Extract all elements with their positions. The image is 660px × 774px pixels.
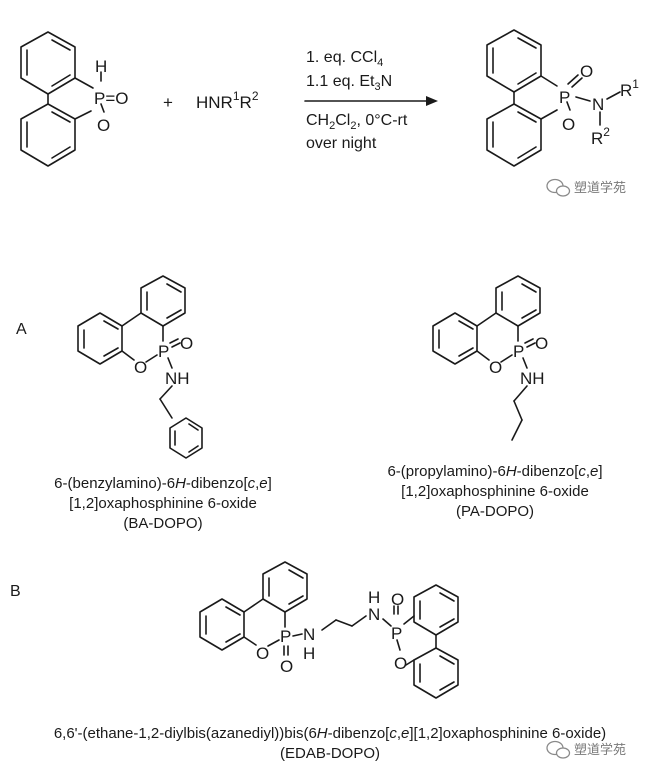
pa-dopo-carbonyl-oxygen-label: O xyxy=(535,334,548,353)
pa-dopo-name-line-1: 6-(propylamino)-6H-dibenzo[c,e] xyxy=(387,463,602,480)
pa-dopo-name: 6-(propylamino)-6H-dibenzo[c,e] [1,2]oxa… xyxy=(387,463,602,520)
product-r2-label: R2 xyxy=(591,125,610,148)
ba-dopo-ring-oxygen-label: O xyxy=(134,358,147,377)
ba-dopo-carbonyl-oxygen-label: O xyxy=(180,334,193,353)
pa-dopo-ring-oxygen-label: O xyxy=(489,358,502,377)
ba-dopo-phosphorus-label: P xyxy=(158,342,169,361)
edab-dopo-name-line-1: 6,6'-(ethane-1,2-diylbis(azanediyl))bis(… xyxy=(54,725,606,742)
product-r1-label: R1 xyxy=(620,77,639,100)
dopo-reactant: P=O H O xyxy=(20,31,129,167)
wechat-icon xyxy=(546,178,571,197)
product-phosphorus-label: P xyxy=(559,88,570,107)
reactant-hydrogen-label: H xyxy=(95,57,107,76)
edab-right-nitrogen-label: N xyxy=(368,605,380,624)
edab-right-phosphorus-label: P xyxy=(391,624,402,643)
pa-dopo-structure: P O O NH xyxy=(432,275,548,441)
ba-dopo-structure: P O O NH xyxy=(77,275,203,459)
condition-line-4: over night xyxy=(306,135,377,152)
condition-line-2: 1.1 eq. Et3N xyxy=(306,73,392,93)
watermark-bottom: 塑道学苑 xyxy=(546,740,626,759)
edab-dopo-structure: P O O N H N H P O O xyxy=(199,561,459,699)
edab-left-phosphorus-label: P xyxy=(280,627,291,646)
edab-right-hydrogen-label: H xyxy=(368,588,380,607)
plus-sign: + xyxy=(163,93,173,112)
ba-dopo-name-line-2: [1,2]oxaphosphinine 6-oxide xyxy=(69,495,257,512)
edab-right-ring-oxygen-label: O xyxy=(394,654,407,673)
edab-dopo-abbreviation: (EDAB-DOPO) xyxy=(280,745,380,762)
product-carbonyl-oxygen-label: O xyxy=(580,62,593,81)
ba-dopo-abbreviation: (BA-DOPO) xyxy=(123,515,202,532)
edab-left-hydrogen-label: H xyxy=(303,644,315,663)
wechat-icon xyxy=(546,740,571,759)
product-ring-oxygen-label: O xyxy=(562,115,575,134)
watermark-text: 塑道学苑 xyxy=(574,180,626,196)
pa-dopo-name-line-2: [1,2]oxaphosphinine 6-oxide xyxy=(401,483,589,500)
product-nitrogen-label: N xyxy=(592,95,604,114)
reactant-oxygen-label: O xyxy=(97,116,110,135)
reaction-conditions: 1. eq. CCl4 1.1 eq. Et3N CH2Cl2, 0°C-rt … xyxy=(304,49,438,152)
pa-dopo-phosphorus-label: P xyxy=(513,342,524,361)
pa-dopo-abbreviation: (PA-DOPO) xyxy=(456,503,534,520)
reactant-phosphorus-label: P=O xyxy=(94,89,129,108)
panel-a-label: A xyxy=(16,321,27,338)
edab-left-nitrogen-label: N xyxy=(303,625,315,644)
condition-line-1: 1. eq. CCl4 xyxy=(306,49,383,69)
edab-left-carbonyl-oxygen-label: O xyxy=(280,657,293,676)
ba-dopo-name: 6-(benzylamino)-6H-dibenzo[c,e] [1,2]oxa… xyxy=(54,475,272,532)
ba-dopo-name-line-1: 6-(benzylamino)-6H-dibenzo[c,e] xyxy=(54,475,272,492)
edab-left-ring-oxygen-label: O xyxy=(256,644,269,663)
panel-b-label: B xyxy=(10,583,21,600)
pa-dopo-amine-label: NH xyxy=(520,369,545,388)
product-structure: P O O N R1 R2 xyxy=(486,29,639,167)
condition-line-3: CH2Cl2, 0°C-rt xyxy=(306,112,408,132)
ba-dopo-amine-label: NH xyxy=(165,369,190,388)
watermark-text: 塑道学苑 xyxy=(574,742,626,758)
reaction-arrow-head xyxy=(426,96,438,106)
edab-right-carbonyl-oxygen-label: O xyxy=(391,590,404,609)
edab-dopo-name: 6,6'-(ethane-1,2-diylbis(azanediyl))bis(… xyxy=(54,725,606,762)
amine-reagent: HNR1R2 xyxy=(196,89,259,112)
watermark-top: 塑道学苑 xyxy=(546,178,626,197)
